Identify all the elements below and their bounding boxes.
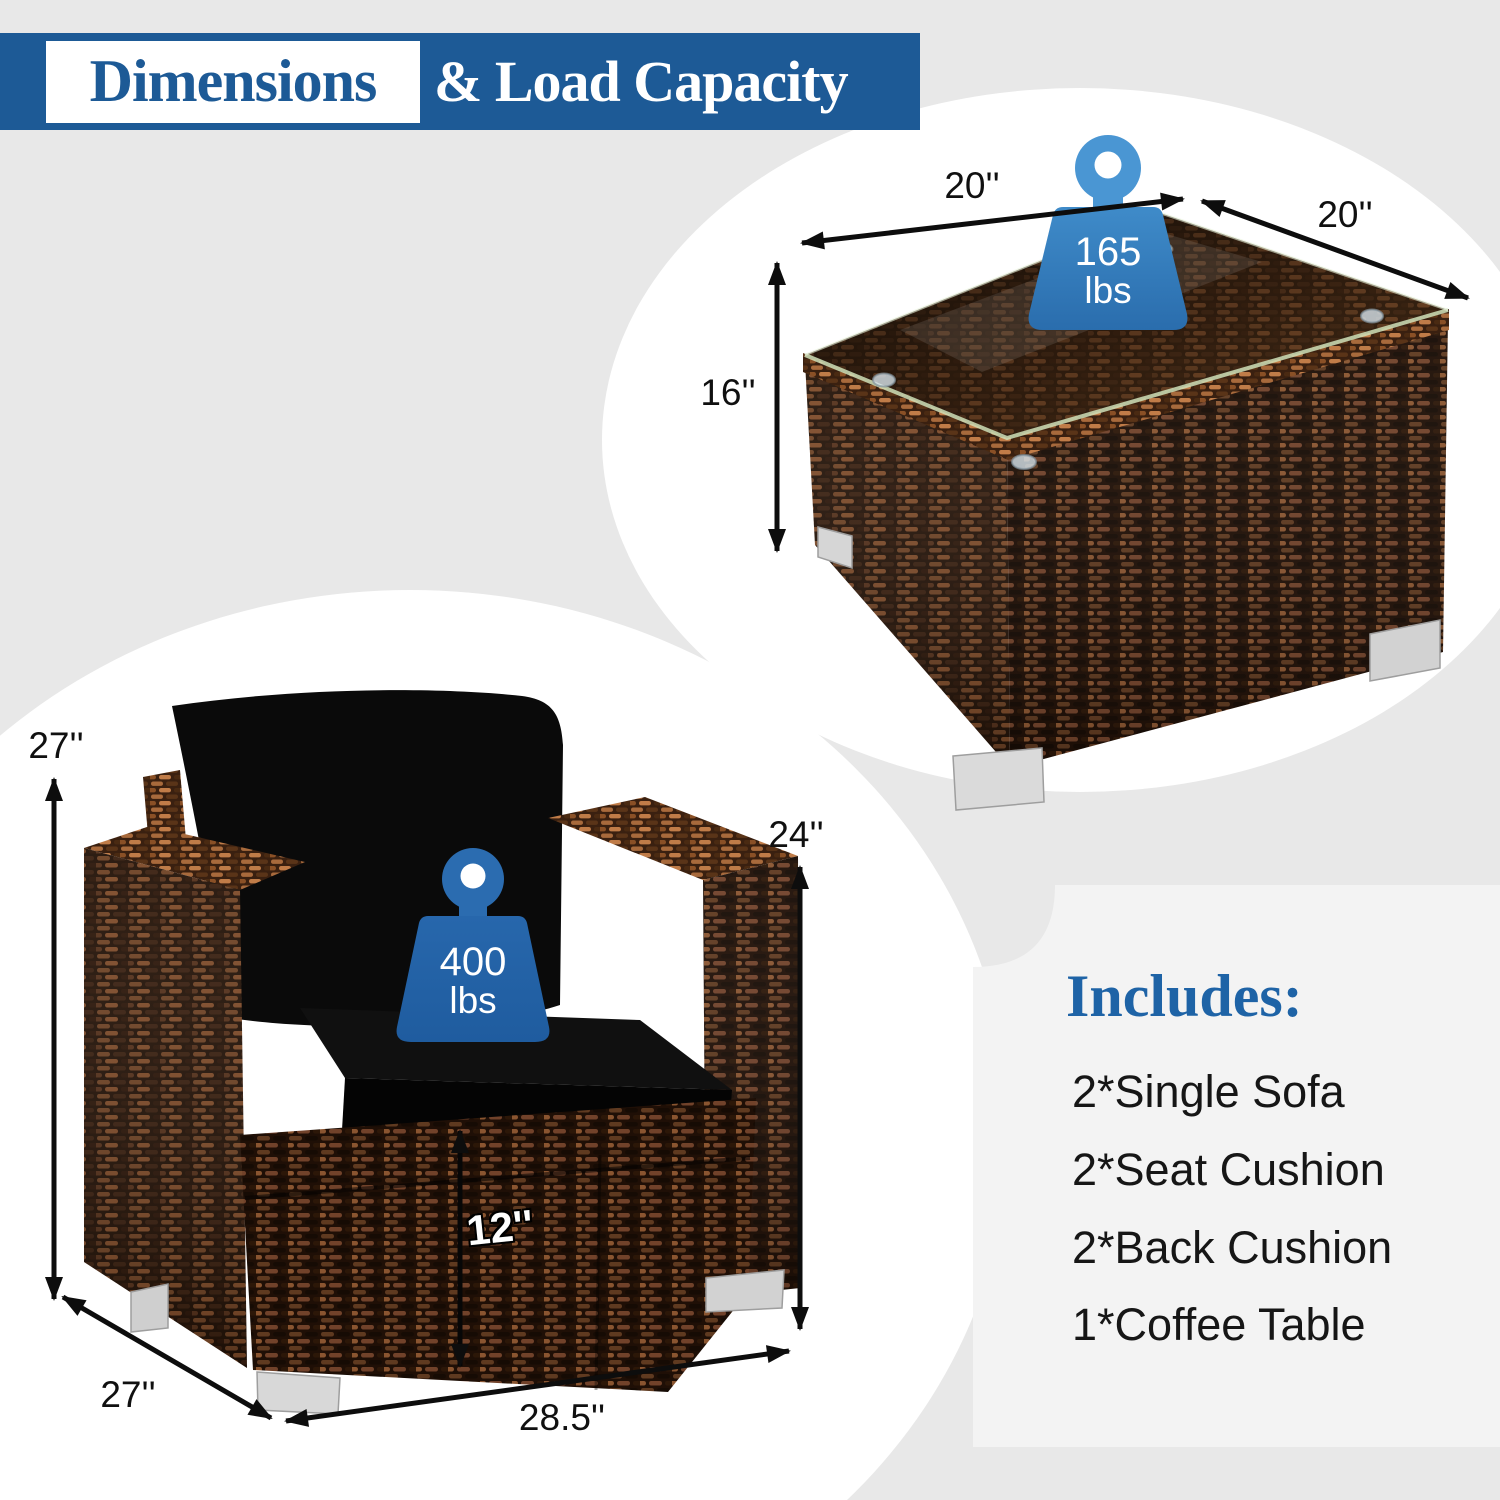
- includes-item-back-cushion: 2*Back Cushion: [1072, 1222, 1393, 1273]
- sofa-height-label: 27'': [28, 725, 84, 766]
- includes-item-single-sofa: 2*Single Sofa: [1072, 1066, 1345, 1117]
- table-feet: [817, 526, 1441, 811]
- title-rest-text: & Load Capacity: [434, 49, 849, 114]
- includes-panel: [973, 885, 1500, 1447]
- table-depth-label: 20'': [1317, 194, 1373, 235]
- table-width-label: 20'': [944, 165, 1000, 206]
- dimension-arrows: [45, 192, 1470, 1427]
- table-capacity-value: 165: [1074, 230, 1142, 274]
- title-highlight-box: Dimensions: [46, 40, 420, 123]
- table-capacity-unit: lbs: [1084, 270, 1132, 311]
- sofa-capacity-unit: lbs: [449, 980, 497, 1021]
- table-height-label: 16'': [700, 372, 756, 413]
- table-width-arrow: [800, 192, 1185, 250]
- sofa-depth-label: 27'': [100, 1374, 156, 1415]
- title-banner: Dimensions & Load Capacity: [0, 33, 920, 130]
- table-depth-arrow: [1200, 198, 1470, 301]
- sofa-depth-arrow: [61, 1294, 273, 1421]
- includes-heading: Includes:: [1066, 963, 1303, 1029]
- sofa-back-height-label: 24'': [768, 814, 824, 855]
- sofa-weight-icon: [396, 848, 550, 1042]
- includes-item-seat-cushion: 2*Seat Cushion: [1072, 1144, 1385, 1195]
- includes-item-coffee-table: 1*Coffee Table: [1072, 1299, 1366, 1350]
- sofa-width-label: 28.5'': [518, 1397, 606, 1438]
- sofa-capacity-value: 400: [439, 940, 507, 984]
- title-highlight-text: Dimensions: [89, 48, 378, 114]
- sofa-width-arrow: [284, 1345, 791, 1427]
